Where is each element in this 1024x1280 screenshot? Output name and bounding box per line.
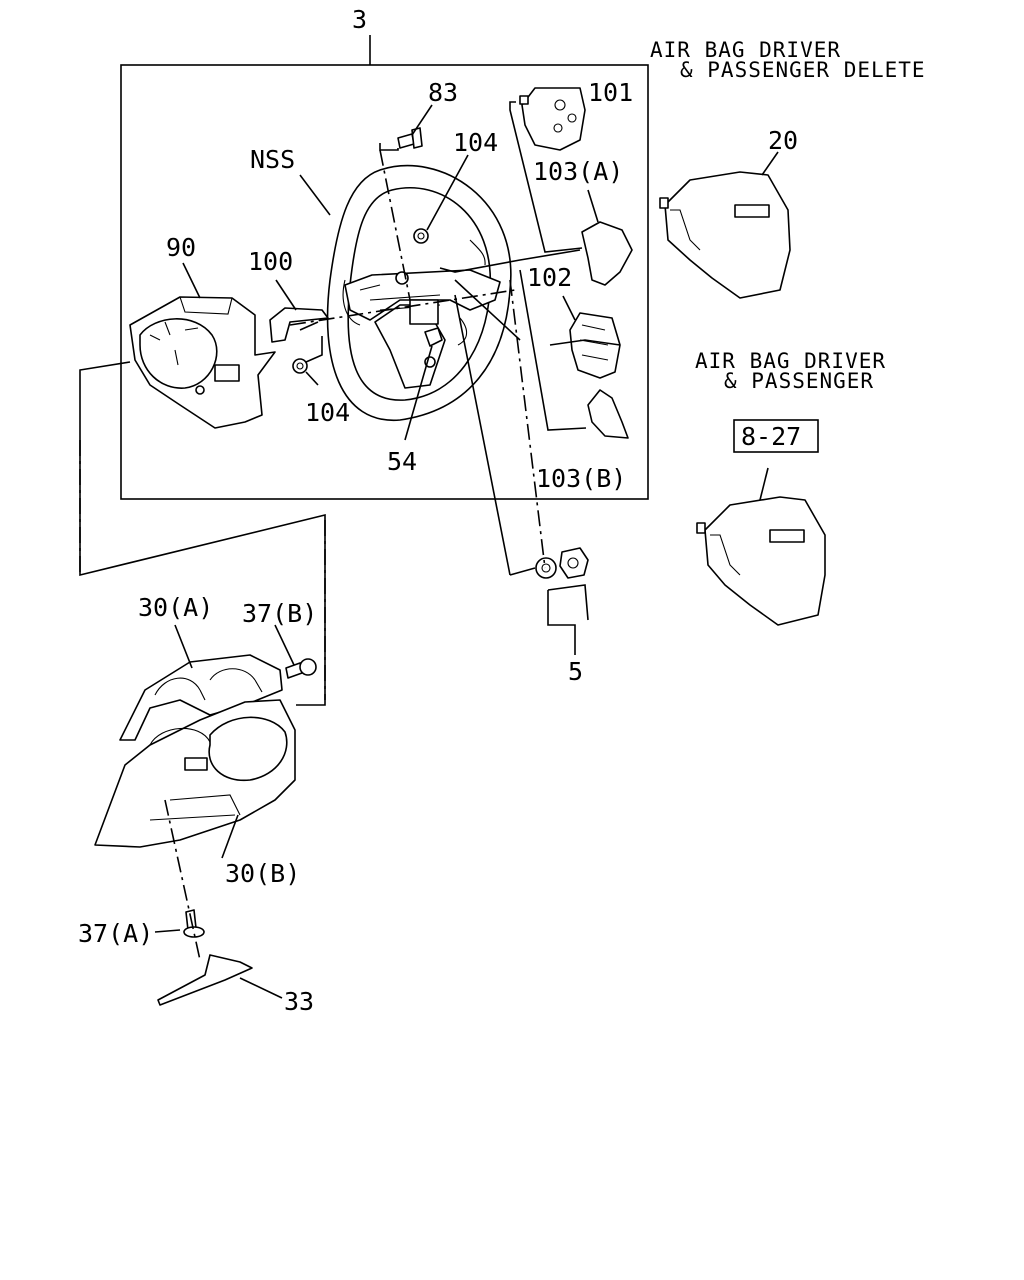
part-54 — [424, 327, 443, 347]
callout-54: 54 — [387, 447, 417, 476]
callout-102: 102 — [527, 263, 572, 292]
steering-wheel — [326, 164, 512, 421]
header-delete-line1: AIR BAG DRIVER — [650, 38, 841, 62]
part-30b — [94, 699, 296, 848]
callout-104-bottom: 104 — [305, 398, 350, 427]
callout-5: 5 — [568, 657, 583, 686]
header-airbag-line2: & PASSENGER — [724, 369, 874, 393]
callout-nss: NSS — [250, 145, 295, 174]
callout-labels: 3 83 101 104 103(A) 20 NSS 90 100 102 10… — [78, 5, 798, 1016]
callout-30b: 30(B) — [225, 859, 300, 888]
callout-37b: 37(B) — [242, 599, 317, 628]
part-102 — [569, 312, 621, 379]
leader-lines — [79, 101, 779, 999]
part-90 — [129, 296, 276, 429]
part-101 — [519, 87, 586, 151]
part-30a — [119, 654, 283, 741]
airbag-module — [696, 496, 826, 626]
part-103a — [581, 221, 633, 286]
ref-box — [733, 419, 819, 453]
part-5 — [535, 547, 589, 579]
callout-30a: 30(A) — [138, 593, 213, 622]
callout-103a: 103(A) — [533, 157, 623, 186]
part-37b — [285, 658, 317, 679]
part-33 — [157, 954, 253, 1006]
ref-box-label: 8-27 — [741, 422, 801, 451]
callout-37a: 37(A) — [78, 919, 153, 948]
part-103b — [587, 389, 629, 439]
header-airbag-line1: AIR BAG DRIVER — [695, 349, 886, 373]
callout-104-top: 104 — [453, 128, 498, 157]
callout-101: 101 — [588, 78, 633, 107]
callout-20: 20 — [768, 126, 798, 155]
part-83 — [397, 127, 423, 149]
assembly-frame — [120, 64, 649, 500]
part-104-bottom — [292, 358, 308, 374]
callout-103b: 103(B) — [536, 464, 626, 493]
callout-33: 33 — [284, 987, 314, 1016]
part-37a — [183, 909, 205, 938]
part-100 — [269, 307, 329, 343]
callout-100: 100 — [248, 247, 293, 276]
callout-3: 3 — [352, 5, 367, 34]
part-104-top — [413, 228, 429, 244]
callout-83: 83 — [428, 78, 458, 107]
part-20 — [659, 171, 791, 299]
callout-90: 90 — [166, 233, 196, 262]
header-delete-line2: & PASSENGER DELETE — [680, 58, 926, 82]
center-lines — [79, 149, 546, 961]
